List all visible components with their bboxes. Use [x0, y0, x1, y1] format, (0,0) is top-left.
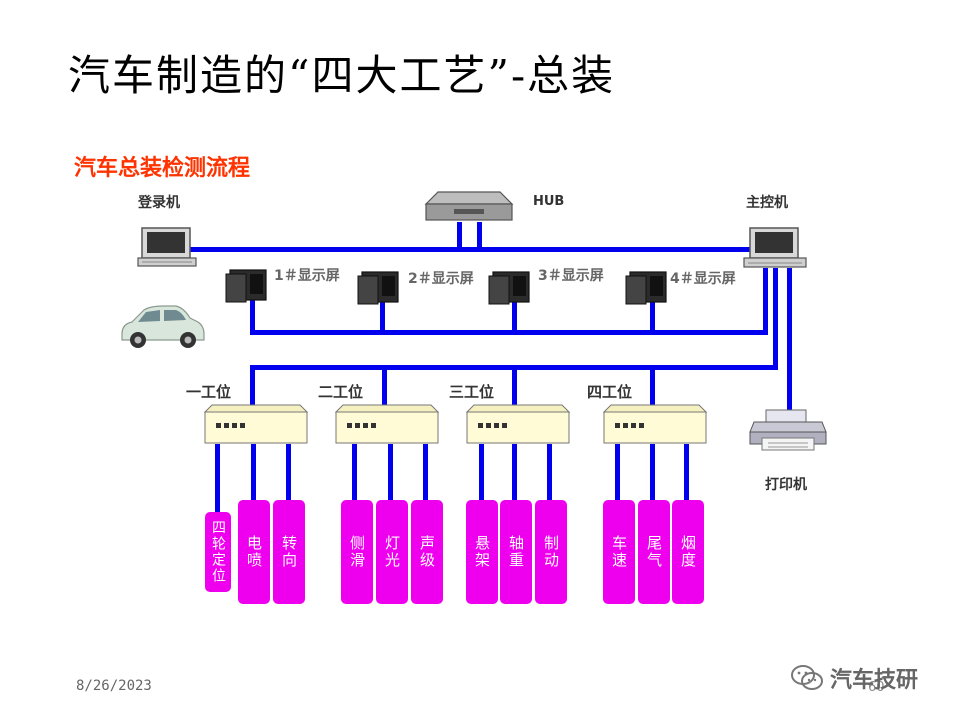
test-line [352, 444, 357, 502]
station-3-device [466, 404, 570, 444]
test-box-sound-level: 声级 [411, 500, 443, 604]
hub-label: HUB [533, 194, 565, 209]
station-drop-1 [250, 365, 255, 407]
display-bus-line [250, 330, 768, 335]
register-label: 登录机 [138, 195, 180, 211]
display-1-monitor-icon [225, 269, 267, 303]
page-number: 60 [868, 680, 885, 695]
printer-label: 打印机 [765, 477, 807, 493]
monitor-drop-1 [250, 300, 255, 335]
test-box-speed: 车速 [603, 500, 635, 604]
hub-right-drop [477, 222, 482, 250]
car-icon [121, 305, 205, 348]
station-1-label: 一工位 [186, 383, 232, 401]
footer-date: 8/26/2023 [76, 678, 152, 694]
wechat-icon [791, 665, 823, 690]
printer-line [787, 268, 792, 410]
test-box-axle-load: 轴重 [500, 500, 532, 604]
host-drop-1 [763, 268, 768, 335]
watermark-text: 汽车技研 [830, 668, 919, 693]
main-bus-line [190, 247, 752, 252]
test-line [650, 444, 655, 502]
test-box-efi: 电喷 [238, 500, 270, 604]
test-box-exhaust: 尾气 [638, 500, 670, 604]
test-line [512, 444, 517, 502]
printer-icon [749, 409, 827, 451]
test-line [251, 444, 256, 502]
station-1-device [204, 404, 308, 444]
display-2-monitor-icon [357, 271, 399, 305]
monitor-drop-3 [512, 300, 517, 335]
test-box-lights: 灯光 [376, 500, 408, 604]
test-line [547, 444, 552, 502]
test-box-suspension: 悬架 [466, 500, 498, 604]
test-line [479, 444, 484, 502]
host-drop-2 [773, 268, 778, 370]
diagram-subtitle: 汽车总装检测流程 [74, 155, 251, 181]
station-drop-3 [512, 365, 517, 407]
test-box-braking: 制动 [535, 500, 567, 604]
station-2-device [335, 404, 439, 444]
register-computer-icon [137, 227, 197, 267]
station-4-label: 四工位 [587, 383, 633, 401]
display-1-label: 1＃显示屏 [274, 268, 340, 284]
page-title: 汽车制造的“四大工艺”-总装 [68, 51, 616, 100]
test-line [388, 444, 393, 502]
display-4-monitor-icon [625, 271, 667, 305]
test-line [286, 444, 291, 502]
monitor-drop-2 [380, 300, 385, 335]
monitor-drop-4 [650, 300, 655, 335]
hub-left-drop [457, 222, 462, 250]
station-2-label: 二工位 [318, 383, 364, 401]
test-line [423, 444, 428, 502]
station-4-device [603, 404, 707, 444]
test-line [684, 444, 689, 502]
hub-icon [424, 191, 514, 221]
station-3-label: 三工位 [449, 383, 495, 401]
test-box-sideslip: 侧滑 [341, 500, 373, 604]
display-4-label: 4＃显示屏 [670, 271, 736, 287]
test-line [215, 444, 220, 514]
display-3-monitor-icon [488, 271, 530, 305]
watermark: 汽车技研 [790, 662, 918, 694]
display-3-label: 3＃显示屏 [538, 268, 604, 284]
host-computer-icon [743, 227, 807, 268]
test-line [615, 444, 620, 502]
test-box-smoke: 烟度 [672, 500, 704, 604]
test-box-wheel-alignment: 四轮定位 [205, 512, 231, 592]
host-label: 主控机 [746, 195, 788, 211]
station-drop-4 [650, 365, 655, 407]
display-2-label: 2＃显示屏 [408, 271, 474, 287]
test-box-steering: 转向 [273, 500, 305, 604]
station-drop-2 [382, 365, 387, 407]
